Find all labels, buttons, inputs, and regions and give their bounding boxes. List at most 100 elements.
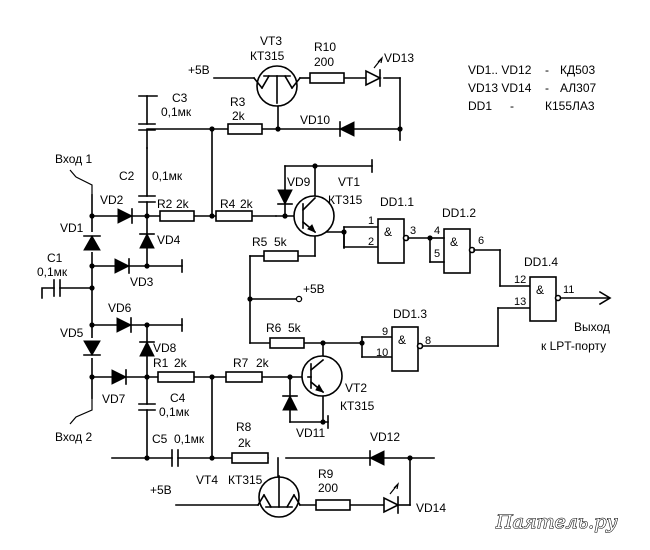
capacitor-c1: C1 0,1мк: [37, 251, 68, 297]
legend-row1-dash: -: [545, 63, 549, 77]
c5-ref: C5: [152, 432, 168, 446]
gate-dd1-2: & DD1.2 4 5 6: [434, 206, 484, 274]
led-vd13: VD13: [365, 51, 414, 87]
supply-plus5-top: +5В: [188, 63, 210, 77]
resistor-r3: R3 2k: [227, 95, 263, 135]
legend-row2-dash: -: [545, 81, 549, 95]
gates-wiring: [407, 235, 612, 347]
transistor-vt1: VT1 КТ315: [293, 175, 363, 237]
resistor-r10: R10 200: [309, 40, 345, 84]
c1-ref: C1: [47, 251, 63, 265]
diode-vd11: VD11: [282, 394, 325, 440]
resistor-r2: R2 2k: [157, 197, 195, 222]
vt1-area-wiring: [247, 159, 393, 358]
r5-ref: R5: [252, 235, 268, 249]
r9-ref: R9: [318, 467, 334, 481]
r8-ref: R8: [236, 420, 252, 434]
diode-vd1: VD1: [60, 221, 101, 252]
r3-value: 2k: [232, 109, 246, 123]
dd1-4-pin-a: 12: [514, 274, 526, 286]
gate-dd1-4: & DD1.4 12 13 11: [514, 255, 574, 322]
input-1-connector: Вход 1: [55, 152, 93, 195]
vt1-type: КТ315: [328, 193, 363, 207]
dd1-3-pin-b: 10: [376, 347, 388, 359]
legend-row2-type: АЛ307: [560, 81, 596, 95]
r8-value: 2k: [238, 436, 252, 450]
dd1-2-symbol: &: [450, 235, 458, 249]
supply-plus5-bottom: +5В: [150, 483, 172, 497]
dd1-1-symbol: &: [384, 225, 392, 239]
c5-value: 0,1мк: [174, 432, 205, 446]
r4-ref: R4: [220, 197, 236, 211]
r2-value: 2k: [176, 197, 190, 211]
legend-row3-type: К155ЛА3: [545, 99, 595, 113]
output-line1: Выход: [574, 320, 610, 334]
legend-row1-type: КД503: [560, 63, 595, 77]
dd1-1-pin-out: 3: [410, 225, 416, 237]
dd1-4-symbol: &: [536, 283, 544, 297]
vd6-label: VD6: [108, 301, 132, 315]
left-bridge-wiring: [41, 194, 95, 399]
vt2-type: КТ315: [340, 399, 375, 413]
vt2-ref: VT2: [345, 381, 367, 395]
dd1-3-pin-out: 8: [425, 335, 431, 347]
c2-value: 0,1мк: [152, 169, 183, 183]
dd1-3-symbol: &: [398, 333, 406, 347]
diode-vd2: VD2: [100, 193, 134, 224]
legend-row3-parts: DD1: [468, 99, 492, 113]
legend-row1-parts: VD1.. VD12: [468, 63, 532, 77]
dd1-1-ref: DD1.1: [380, 195, 414, 209]
r7-value: 2k: [256, 356, 270, 370]
vt3-type: КТ315: [250, 49, 285, 63]
r1-ref: R1: [153, 356, 169, 370]
dd1-4-ref: DD1.4: [524, 255, 558, 269]
capacitor-c5: C5 0,1мк: [152, 432, 205, 467]
r5-value: 5k: [274, 235, 288, 249]
transistor-vt2: VT2 КТ315: [301, 355, 375, 413]
site-watermark: Паятель.ру: [495, 511, 617, 533]
vt4-ref: VT4: [196, 473, 218, 487]
dd1-2-pin-b: 5: [434, 248, 440, 260]
vd4-label: VD4: [157, 233, 181, 247]
resistor-r1: R1 2k: [153, 356, 195, 383]
vt4-type: КТ315: [228, 473, 263, 487]
input-2-label: Вход 2: [55, 430, 92, 444]
c4-value: 0,1мк: [159, 405, 190, 419]
vd7-label: VD7: [102, 392, 126, 406]
upper-channel-wiring: [91, 95, 279, 273]
r2-ref: R2: [157, 197, 173, 211]
vd11-label: VD11: [296, 426, 325, 440]
capacitor-c3: C3 0,1мк: [138, 91, 192, 131]
diode-vd4: VD4: [139, 232, 181, 249]
legend-row3-dash: -: [510, 99, 514, 113]
c1-value: 0,1мк: [37, 265, 68, 279]
vd12-label: VD12: [370, 430, 400, 444]
vt3-area-wiring: [213, 77, 403, 141]
r4-value: 2k: [240, 197, 254, 211]
vt3-ref: VT3: [260, 34, 282, 48]
dd1-2-pin-out: 6: [478, 235, 484, 247]
c3-ref: C3: [172, 91, 188, 105]
r9-value: 200: [318, 481, 338, 495]
resistor-r4: R4 2k: [215, 197, 254, 222]
diode-vd12: VD12: [368, 430, 400, 466]
dd1-3-ref: DD1.3: [393, 307, 427, 321]
dd1-4-pin-out: 11: [563, 284, 574, 296]
diode-vd9: VD9: [277, 175, 311, 206]
input-1-label: Вход 1: [55, 152, 92, 166]
r3-ref: R3: [230, 95, 246, 109]
r10-ref: R10: [314, 40, 336, 54]
vd14-label: VD14: [416, 501, 446, 515]
parts-legend: VD1.. VD12 - КД503 VD13 VD14 - АЛ307 DD1…: [468, 63, 596, 113]
dd1-3-pin-a: 9: [382, 326, 388, 338]
dd1-4-pin-b: 13: [514, 296, 526, 308]
r1-value: 2k: [174, 356, 188, 370]
resistor-r7: R7 2k: [225, 356, 270, 383]
legend-row2-parts: VD13 VD14: [468, 81, 532, 95]
capacitor-c4: C4 0,1мк: [138, 391, 190, 419]
gate-dd1-1: & DD1.1 1 2 3: [368, 195, 416, 264]
r7-ref: R7: [233, 356, 249, 370]
output-line2: к LPT-порту: [541, 339, 606, 353]
capacitor-c2: C2 0,1мк: [119, 169, 183, 203]
vd5-label: VD5: [60, 326, 84, 340]
